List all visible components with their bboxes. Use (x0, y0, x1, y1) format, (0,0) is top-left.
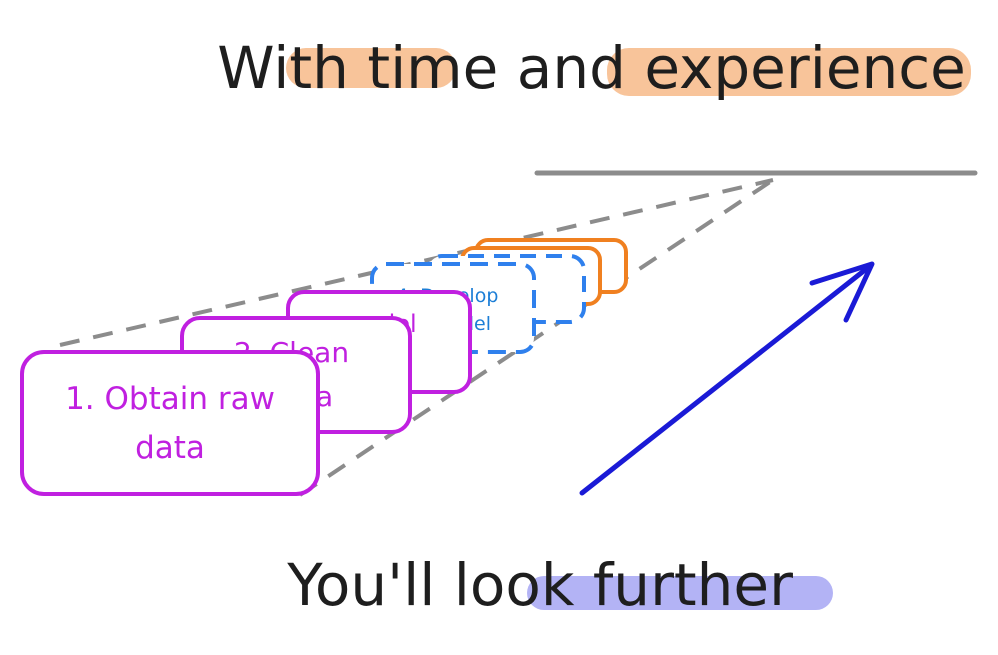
heading-middle: and (498, 34, 644, 102)
footer-text: You'll look further (195, 551, 848, 619)
highlight-time (286, 48, 456, 88)
perspective-line-upper (59, 178, 774, 347)
perspective-line-lower (298, 178, 775, 497)
highlight-experience (607, 48, 971, 96)
heading-time: time (367, 34, 498, 102)
card-step1: 1. Obtain raw data (20, 350, 320, 496)
card-step1-line2: data (135, 430, 205, 466)
highlight-further (527, 576, 833, 610)
arrow-up-right-icon (579, 261, 875, 496)
heading-prefix: With (217, 34, 367, 102)
heading-text: With time and experience (125, 34, 998, 102)
footer-further: further (593, 551, 793, 619)
footer-prefix: You'll look (286, 551, 593, 619)
heading-experience: experience (644, 34, 965, 102)
card-step1-line1: 1. Obtain raw (65, 381, 275, 417)
card-step2-line2: a (316, 380, 333, 413)
